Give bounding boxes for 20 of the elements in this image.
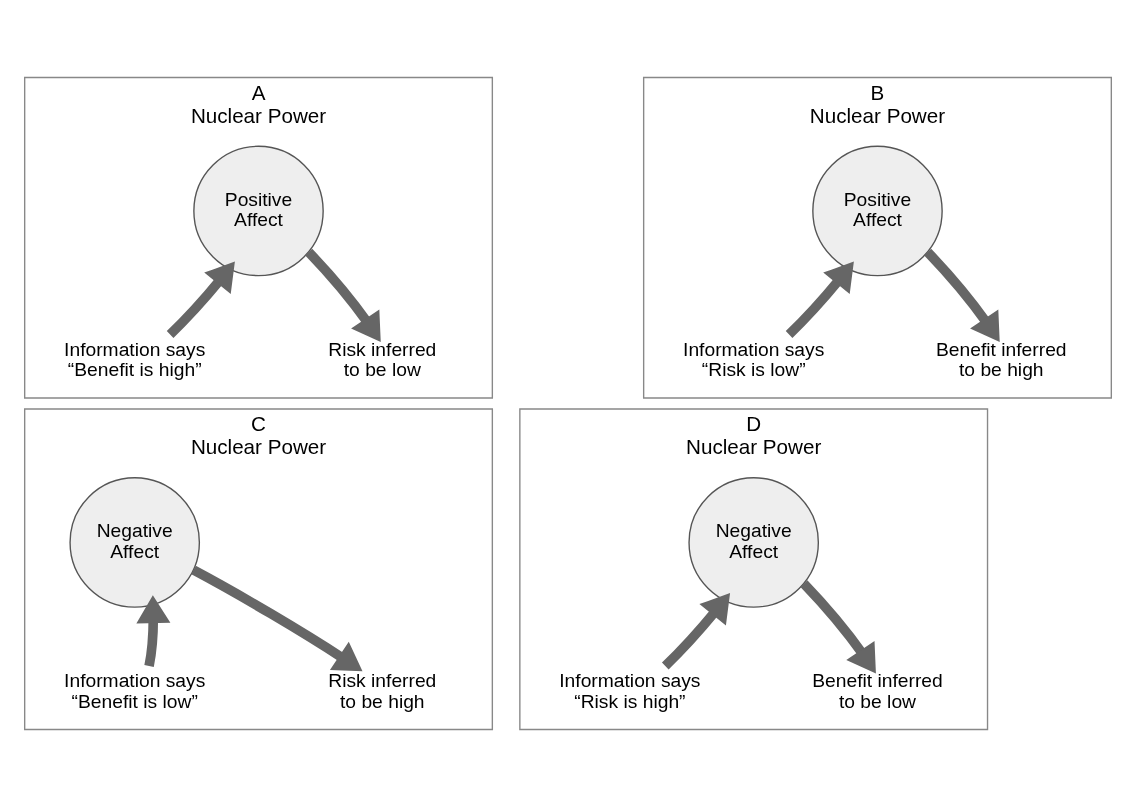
- arrow: [166, 261, 235, 338]
- node-text: Benefit inferred to be low: [812, 669, 943, 712]
- arrow: [136, 594, 171, 667]
- arrow: [785, 261, 854, 338]
- node-circle: Positive Affect: [812, 145, 943, 276]
- node-text: Information says “Risk is low”: [683, 338, 825, 380]
- node-circle: Positive Affect: [193, 145, 324, 276]
- arrow: [924, 248, 1000, 342]
- arrow: [191, 565, 363, 671]
- node-circle: Negative Affect: [688, 476, 820, 608]
- node-text: Information says “Risk is high”: [559, 669, 701, 712]
- node-text: Information says “Benefit is high”: [64, 338, 206, 380]
- node-text: Information says “Benefit is low”: [64, 669, 206, 712]
- node-text: Risk inferred to be high: [328, 669, 437, 712]
- arrow: [661, 592, 731, 669]
- arrow: [305, 248, 381, 342]
- arrow: [800, 579, 876, 674]
- node-text: Benefit inferred to be high: [936, 338, 1067, 380]
- node-text: Risk inferred to be low: [328, 338, 437, 380]
- node-circle: Negative Affect: [69, 476, 201, 608]
